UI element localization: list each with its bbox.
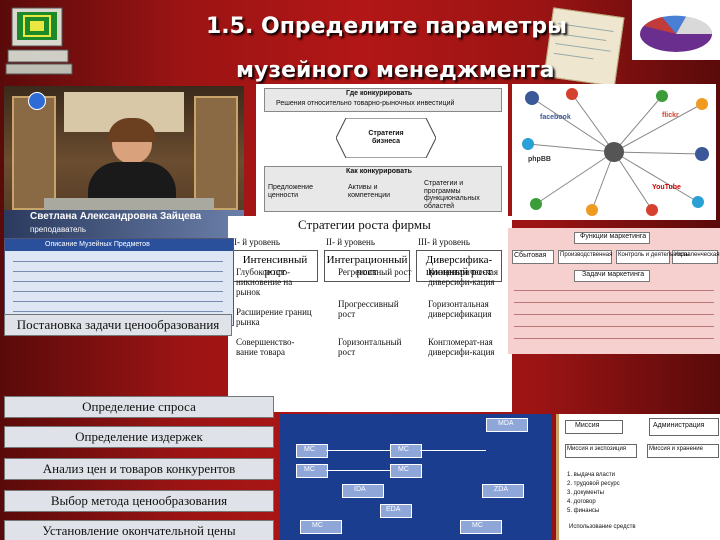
channel-logo-icon: [28, 92, 46, 110]
pricing-step-5: Выбор метода ценообразования: [4, 490, 274, 512]
pricing-steps: Постановка задачи ценообразования Опреде…: [0, 308, 278, 540]
pricing-step-1: Постановка задачи ценообразования: [4, 314, 232, 336]
flow-diagram: MDA MC MC MC MC IDA ZDA EDA MC MC: [280, 414, 552, 540]
pricing-step-2: Определение спроса: [4, 396, 274, 418]
growth-strategies-diagram: Стратегии роста фирмы I- й уровень II- й…: [228, 216, 512, 412]
org-structure-diagram: Миссия Администрация Миссия и экспозиция…: [556, 414, 720, 540]
social-network-image: facebook flickr phpBB YouTube: [512, 84, 716, 220]
growth-title: Стратегии роста фирмы: [298, 217, 431, 232]
museum-items-form: Описание Музейных Предметов: [4, 238, 234, 326]
pricing-step-4: Анализ цен и товаров конкурентов: [4, 458, 274, 480]
pie-chart-image: [632, 0, 720, 60]
presenter-role: преподаватель: [30, 225, 86, 234]
computer-icon: [4, 4, 76, 78]
slide-title-line1: 1.5. Определите параметры: [206, 14, 568, 39]
video-frame: Светлана Александровна Зайцева преподава…: [4, 86, 244, 238]
pricing-step-6: Установление окончательной цены: [4, 520, 274, 540]
pricing-step-3: Определение издержек: [4, 426, 274, 448]
competition-diagram: Где конкурировать Решения относительно т…: [256, 84, 508, 216]
marketing-functions-diagram: Функции маркетинга Сбытовая Производстве…: [508, 228, 720, 354]
slide-title-line2: музейного менеджмента: [236, 58, 555, 83]
presenter-name: Светлана Александровна Зайцева: [30, 211, 202, 222]
